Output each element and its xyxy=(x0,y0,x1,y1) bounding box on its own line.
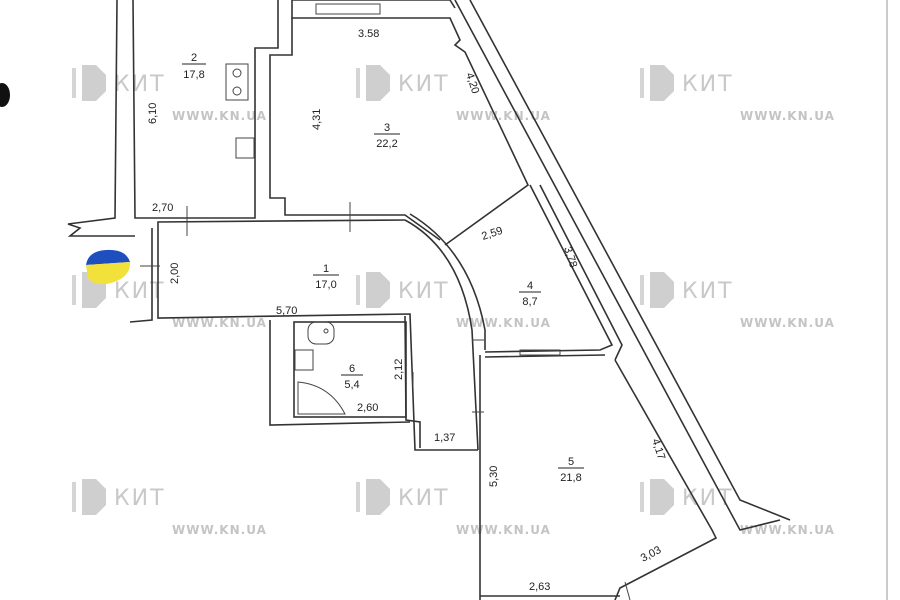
dim-4-31: 4,31 xyxy=(311,109,323,130)
kit-logo-icon xyxy=(82,65,106,101)
watermark-brand: КИТ xyxy=(114,72,166,97)
svg-text:17,0: 17,0 xyxy=(315,279,336,291)
room-2: 217,8 xyxy=(182,52,206,81)
svg-text:1: 1 xyxy=(323,263,329,275)
dim-2-60: 2,60 xyxy=(357,402,378,414)
room-1: 117,0 xyxy=(313,263,339,291)
walls xyxy=(67,0,791,600)
room-5: 521,8 xyxy=(558,456,584,484)
svg-text:21,8: 21,8 xyxy=(560,472,581,484)
svg-text:22,2: 22,2 xyxy=(376,138,397,150)
svg-text:5,4: 5,4 xyxy=(344,379,359,391)
dim-2-12: 2,12 xyxy=(393,359,405,380)
svg-text:2: 2 xyxy=(191,52,197,64)
kit-logo-bar xyxy=(72,68,76,98)
dim-1-37: 1,37 xyxy=(434,432,455,444)
dim-2-00: 2,00 xyxy=(169,263,181,284)
stove-icon xyxy=(225,63,249,101)
watermark-url: WWW.KN.UA xyxy=(172,109,267,123)
dim-3-78: 3,78 xyxy=(561,245,579,269)
ukraine-flag-icon xyxy=(86,249,131,285)
dim-5-70: 5,70 xyxy=(276,305,297,317)
dim-2-59: 2,59 xyxy=(480,225,504,243)
svg-text:6: 6 xyxy=(349,363,355,375)
svg-text:3: 3 xyxy=(384,122,390,134)
room-3: 322,2 xyxy=(374,122,400,150)
room-4: 48,7 xyxy=(519,280,541,308)
dim-3-58: 3.58 xyxy=(358,28,379,40)
dim-2-63: 2,63 xyxy=(529,581,550,593)
dim-6-10: 6,10 xyxy=(147,103,159,124)
dim-4-17: 4,17 xyxy=(649,437,667,461)
room-labels: 217,8 322,2 117,0 48,7 65,4 521,8 xyxy=(182,52,584,484)
svg-text:5: 5 xyxy=(568,456,574,468)
room-6: 65,4 xyxy=(341,363,363,391)
scan-blob xyxy=(0,83,10,107)
watermarks: КИТ WWW.KN.UA xyxy=(72,65,835,537)
shower-icon xyxy=(297,381,346,415)
svg-text:17,8: 17,8 xyxy=(183,69,204,81)
svg-text:8,7: 8,7 xyxy=(522,296,537,308)
dim-3-03: 3,03 xyxy=(639,544,664,565)
svg-text:4: 4 xyxy=(527,280,533,292)
dim-2-70: 2,70 xyxy=(152,202,173,214)
toilet-icon xyxy=(307,321,335,345)
dim-5-30: 5,30 xyxy=(488,466,500,487)
dim-4-20: 4,20 xyxy=(463,71,481,95)
kitchen-sink-icon xyxy=(235,137,255,159)
sink-icon xyxy=(294,349,314,371)
watermark-tile: КИТ WWW.KN.UA xyxy=(72,65,267,123)
